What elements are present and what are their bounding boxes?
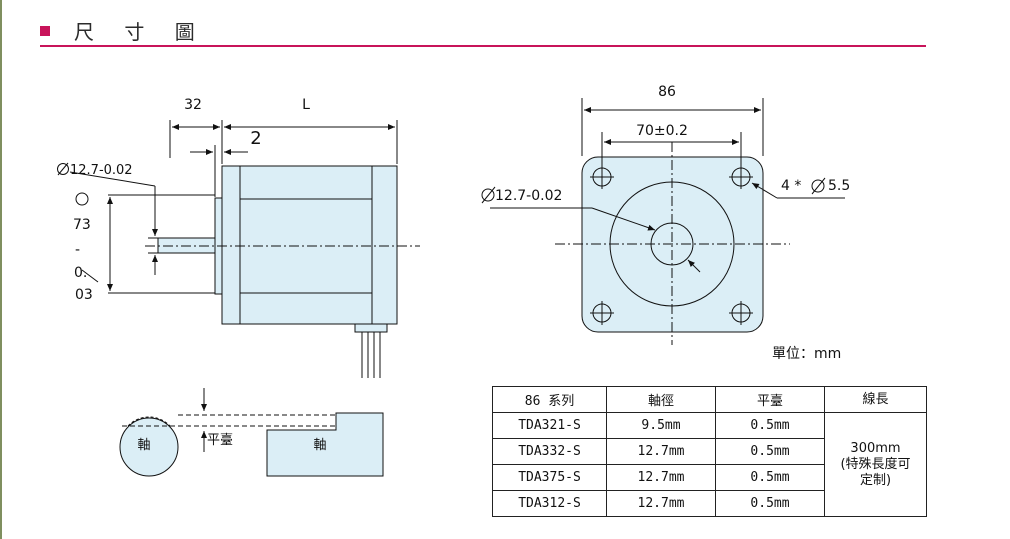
- hole-diameter-symbol-icon: [811, 179, 825, 193]
- col-wire-length: 線長: [824, 386, 927, 413]
- dim-flange-width: 86: [658, 84, 676, 100]
- diameter-slash: [57, 162, 69, 176]
- cell-flat: 0.5mm: [715, 412, 825, 439]
- front-shaft-leader: [591, 207, 656, 231]
- cell-shaft: 9.5mm: [606, 412, 716, 439]
- table-row: TDA321-S 9.5mm 0.5mm 300mm (特殊長度可 定制): [492, 412, 927, 517]
- cell-model: TDA375-S: [492, 464, 607, 491]
- wire-length-line-3: 定制): [859, 472, 892, 488]
- front-view: [490, 98, 845, 345]
- diameter-symbol-icon: [57, 163, 69, 175]
- hole-leader: [751, 182, 778, 199]
- cell-flat: 0.5mm: [715, 464, 825, 491]
- dim-mount-hole-diameter: 5.5: [828, 178, 850, 194]
- detail-shaft-side-label: 軸: [313, 438, 326, 453]
- col-series: 86 系列: [492, 386, 607, 413]
- flat-detail: [119, 388, 384, 477]
- side-motor-body: [221, 165, 398, 325]
- left-border-line: [0, 0, 2, 539]
- dim-flange-thickness: 2: [250, 128, 261, 149]
- detail-shaft-label: 軸: [137, 438, 150, 453]
- cell-shaft: 12.7mm: [606, 438, 716, 465]
- pilot-diameter-symbol-icon: [75, 192, 89, 206]
- col-shaft-diameter: 軸徑: [606, 386, 716, 413]
- front-diameter-symbol-icon: [481, 188, 495, 202]
- dim-leader-pilot: [81, 269, 99, 283]
- header-bullet-icon: [40, 26, 50, 36]
- dim-pilot-tol-1: 0.: [74, 265, 87, 281]
- wire-length-line-1: 300mm: [850, 440, 901, 456]
- section-header: 尺 寸 圖: [40, 14, 926, 48]
- side-view: [69, 120, 420, 378]
- dim-mount-holes-count: 4 *: [781, 178, 801, 194]
- dim-side-shaft-diameter: 12.7-0.02: [70, 163, 133, 178]
- cell-shaft: 12.7mm: [606, 490, 716, 517]
- unit-label: 單位：mm: [772, 346, 841, 362]
- spec-table: 86 系列 軸徑 平臺 線長 TDA321-S 9.5mm 0.5mm 300m…: [492, 386, 927, 517]
- detail-shaft-side: [266, 412, 384, 477]
- cell-model: TDA321-S: [492, 412, 607, 439]
- table-row: TDA312-S 12.7mm 0.5mm: [492, 490, 927, 517]
- cell-wire-length: 300mm (特殊長度可 定制): [824, 412, 927, 517]
- cell-flat: 0.5mm: [715, 438, 825, 465]
- dim-pilot-dash: -: [75, 242, 80, 258]
- cell-model: TDA312-S: [492, 490, 607, 517]
- wire-length-line-2: (特殊長度可: [840, 456, 911, 472]
- detail-shaft-circle: [119, 417, 179, 477]
- dim-front-shaft-diameter: 12.7-0.02: [495, 188, 562, 204]
- section-title: 尺 寸 圖: [74, 20, 207, 44]
- dim-pilot-tol-2: 03: [75, 287, 93, 303]
- side-connector: [354, 323, 388, 333]
- cell-shaft: 12.7mm: [606, 464, 716, 491]
- detail-flat-label: 平臺: [207, 433, 233, 448]
- dim-pilot-number: 73: [73, 217, 91, 233]
- dim-body-length: L: [302, 97, 310, 113]
- front-shaft-leader-2: [687, 259, 701, 273]
- cell-model: TDA332-S: [492, 438, 607, 465]
- spec-table-header: 86 系列 軸徑 平臺 線長: [492, 386, 927, 413]
- cell-flat: 0.5mm: [715, 490, 825, 517]
- col-flat: 平臺: [715, 386, 825, 413]
- dim-shaft-length: 32: [184, 97, 202, 113]
- dim-hole-spacing: 70±0.2: [636, 123, 688, 139]
- table-row: TDA332-S 12.7mm 0.5mm: [492, 438, 927, 465]
- header-rule: [40, 45, 926, 47]
- dim-leader-shaft: [69, 171, 156, 187]
